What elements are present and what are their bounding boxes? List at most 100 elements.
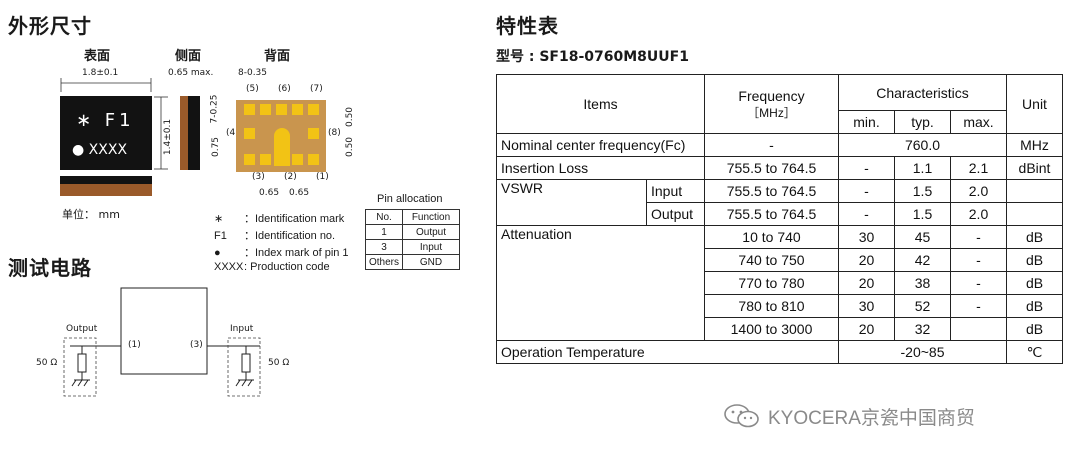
pin3-label: (3) — [252, 172, 265, 182]
pin8-label: (8) — [328, 128, 341, 138]
legend-symbol: XXXX — [214, 261, 244, 273]
pin-cell: Output — [402, 224, 461, 240]
pin-table-title: Pin allocation — [377, 193, 443, 205]
cell-min: 20 — [838, 248, 895, 272]
cell-min: 20 — [838, 271, 895, 295]
row-label: VSWR — [496, 179, 647, 226]
legend-row: ∗：Identification mark — [214, 210, 344, 226]
width-dimension: 1.8±0.1 — [82, 68, 119, 78]
table-row: VSWR Input 755.5 to 764.5 - 1.5 2.0 — [496, 179, 1063, 226]
chip-mark-id: ∗ F1 — [76, 110, 135, 131]
pin7-label: (7) — [310, 84, 323, 94]
table-row: Output 755.5 to 764.5 - 1.5 2.0 — [497, 202, 1063, 226]
table-row: Operation Temperature -20~85 ℃ — [496, 340, 1063, 364]
row-sublabel: Output — [646, 202, 705, 226]
cell-min: 30 — [838, 225, 895, 249]
cell-max: - — [950, 225, 1007, 249]
header-frequency-label: Frequency — [738, 87, 805, 104]
cell-min: 30 — [838, 294, 895, 318]
cell-unit: ℃ — [1006, 340, 1063, 364]
row-label: Nominal center frequency(Fc) — [496, 133, 705, 157]
legend-text: : Production code — [244, 261, 330, 273]
cell-frequency: 740 to 750 — [704, 248, 839, 272]
row-sublabel: Input — [646, 179, 705, 203]
pin5-label: (5) — [246, 84, 259, 94]
pin-cell: No. — [364, 209, 404, 225]
header-min: min. — [838, 110, 895, 134]
cell-min: 20 — [838, 317, 895, 341]
cell-max: - — [950, 294, 1007, 318]
pin-cell: 3 — [364, 239, 404, 255]
chip-side-view — [180, 96, 200, 170]
header-typ: typ. — [894, 110, 951, 134]
unit-label: 单位： mm — [62, 208, 120, 221]
legend-symbol: F1 — [214, 230, 227, 242]
table-row: Nominal center frequency(Fc) - 760.0 MHz — [496, 133, 1063, 157]
legend-symbol: ● — [214, 247, 221, 259]
chip-edge-view — [60, 176, 152, 196]
table-row: Insertion Loss 755.5 to 764.5 - 1.1 2.1 … — [496, 156, 1063, 180]
cell-typ: 42 — [894, 248, 951, 272]
side-view-label: 侧面 — [175, 49, 202, 64]
cell-typ: 1.5 — [894, 202, 951, 226]
dim-050-top: 0.50 — [345, 106, 356, 128]
chip-back-view — [236, 100, 326, 172]
cell-unit: dB — [1006, 225, 1063, 249]
cell-unit: dB — [1006, 248, 1063, 272]
cell-typ: 52 — [894, 294, 951, 318]
cell-unit: dB — [1006, 317, 1063, 341]
legend-text: ：Index mark of pin 1 — [244, 247, 349, 259]
pin-cell: Input — [402, 239, 461, 255]
header-items: Items — [496, 74, 705, 134]
cell-unit — [1006, 202, 1063, 226]
circuit-input-label: Input — [230, 324, 254, 334]
table-row: 1400 to 3000 20 32 dB — [497, 317, 1063, 341]
pin2-label: (2) — [284, 172, 297, 182]
dim-050-bottom: 0.50 — [345, 136, 356, 158]
dim-065-left: 0.65 — [259, 188, 280, 198]
cell-frequency: - — [704, 133, 839, 157]
table-header-row: Items Frequency ［MHz］ Characteristics Un… — [496, 74, 1063, 134]
row-label: Insertion Loss — [496, 156, 705, 180]
resistor-right-label: 50 Ω — [268, 358, 290, 368]
pin-cell: 1 — [364, 224, 404, 240]
pin1-label: (1) — [316, 172, 329, 182]
dim-075: 0.75 — [211, 136, 222, 158]
outline-title: 外形尺寸 — [8, 14, 92, 38]
chip-mark-code: ● XXXX — [72, 142, 128, 158]
pin6-label: (6) — [278, 84, 291, 94]
cell-typ: 1.5 — [894, 179, 951, 203]
cell-frequency: 755.5 to 764.5 — [704, 156, 839, 180]
pin-cell: GND — [402, 254, 461, 270]
table-header-row: min. typ. max. — [497, 110, 1063, 134]
circuit-output-label: Output — [66, 324, 98, 334]
cell-typ: 1.1 — [894, 156, 951, 180]
cell-max: - — [950, 271, 1007, 295]
row-label: Operation Temperature — [496, 340, 839, 364]
header-characteristics: Characteristics — [838, 74, 1007, 111]
cell-max: 2.1 — [950, 156, 1007, 180]
model-number: 型号 : SF18-0760M8UUF1 — [496, 49, 689, 65]
row-label: Attenuation — [496, 225, 705, 341]
table-row: Attenuation 10 to 740 30 45 - dB — [496, 225, 1063, 341]
characteristics-title: 特性表 — [496, 14, 559, 38]
circuit-pin1-label: (1) — [128, 340, 141, 350]
wechat-icon — [724, 404, 759, 428]
table-row: 780 to 810 30 52 - dB — [497, 294, 1063, 318]
header-frequency: Frequency ［MHz］ — [704, 74, 839, 134]
cell-max: 2.0 — [950, 202, 1007, 226]
cell-typ: 32 — [894, 317, 951, 341]
side-dimension: 0.65 max. — [168, 68, 214, 78]
cell-unit: MHz — [1006, 133, 1063, 157]
cell-typ: 38 — [894, 271, 951, 295]
cell-frequency: 755.5 to 764.5 — [704, 179, 839, 203]
legend-row: XXXX: Production code — [214, 261, 330, 273]
test-circuit-diagram — [63, 287, 261, 397]
table-row: No.Function — [364, 209, 461, 225]
cell-min: - — [838, 202, 895, 226]
cell-typ: 45 — [894, 225, 951, 249]
cell-value: 760.0 — [838, 133, 1007, 157]
header-unit: Unit — [1006, 74, 1063, 134]
